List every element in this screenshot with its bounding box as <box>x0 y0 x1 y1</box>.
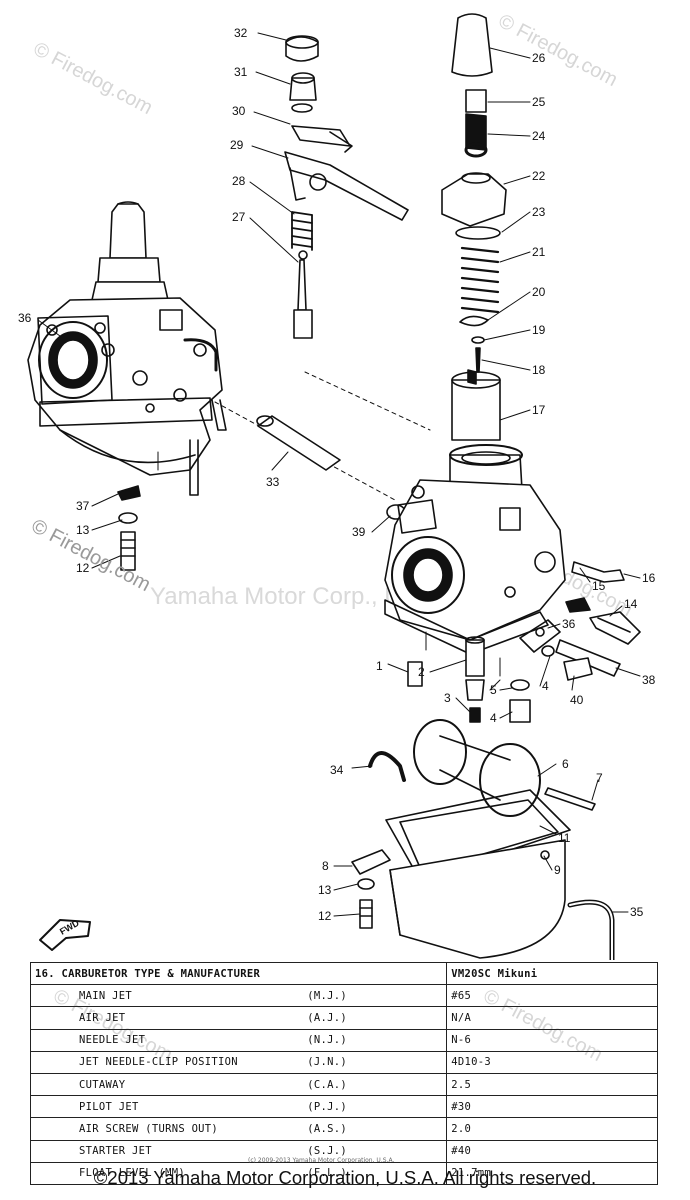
spec-abbr: (C.A.) <box>303 1072 448 1097</box>
callout-31: 31 <box>234 65 248 79</box>
spec-name: CUTAWAY <box>30 1072 304 1097</box>
carburetor-exploded-diagram: FWD 32 31 30 29 28 27 26 25 24 22 23 21 … <box>18 13 656 960</box>
callout-8: 8 <box>322 859 329 873</box>
callout-21: 21 <box>532 245 546 259</box>
spec-row: NEEDLE JET (N.J.) N-6 <box>30 1028 658 1052</box>
callout-34: 34 <box>330 763 344 777</box>
spec-abbr: (A.J.) <box>303 1006 448 1030</box>
spec-name: FLOAT LEVEL (MM) <box>30 1161 304 1185</box>
spec-name: PILOT JET <box>30 1095 304 1119</box>
callout-5: 5 <box>490 683 497 697</box>
spec-row: AIR JET (A.J.) N/A <box>30 1006 658 1030</box>
callout-36: 36 <box>562 617 576 631</box>
spec-value: #40 <box>446 1139 658 1163</box>
callout-25: 25 <box>532 95 546 109</box>
carburetor-body-drawing <box>384 444 566 655</box>
spec-name: NEEDLE JET <box>30 1028 304 1052</box>
spec-value: N/A <box>446 1006 658 1030</box>
callout-16: 16 <box>642 571 656 585</box>
spec-value: 4D10-3 <box>446 1050 658 1074</box>
callout-17: 17 <box>532 403 546 417</box>
spec-abbr: (S.J.) <box>303 1139 448 1163</box>
callout-23: 23 <box>532 205 546 219</box>
callout-9: 9 <box>554 863 561 877</box>
float-bowl-drawing <box>351 719 615 960</box>
callout-37: 37 <box>76 499 90 513</box>
spec-name: AIR SCREW (TURNS OUT) <box>30 1117 304 1141</box>
spec-name: AIR JET <box>30 1006 304 1030</box>
callout-29: 29 <box>230 138 244 152</box>
callout-12: 12 <box>318 909 332 923</box>
callout-12: 12 <box>76 561 90 575</box>
spec-row: STARTER JET (S.J.) #40 <box>30 1139 658 1163</box>
spec-header-name: 16. CARBURETOR TYPE & MANUFACTURER <box>29 961 447 986</box>
spec-value: #30 <box>446 1095 658 1119</box>
callout-39: 39 <box>352 525 366 539</box>
spec-row: MAIN JET (M.J.) #65 <box>30 984 658 1008</box>
callout-6: 6 <box>562 757 569 771</box>
spec-value: #65 <box>446 984 658 1008</box>
callout-4: 4 <box>542 679 549 693</box>
callout-26: 26 <box>532 51 546 65</box>
spec-abbr: (N.J.) <box>303 1028 448 1052</box>
callout-35: 35 <box>630 905 644 919</box>
callout-13: 13 <box>318 883 332 897</box>
spec-row: PILOT JET (P.J.) #30 <box>30 1095 658 1119</box>
adjusting-screws-drawing <box>519 561 641 681</box>
callout-22: 22 <box>532 169 546 183</box>
spec-abbr: (F.L.) <box>303 1161 448 1185</box>
callout-24: 24 <box>532 129 546 143</box>
fwd-arrow-icon <box>39 919 91 951</box>
callout-3: 3 <box>444 691 451 705</box>
spec-name: STARTER JET <box>30 1139 304 1163</box>
spec-header-value: VM20SC Mikuni <box>446 961 658 986</box>
spec-abbr: (M.J.) <box>303 984 448 1008</box>
assembled-carburetor-drawing <box>27 201 227 496</box>
spec-abbr: (P.J.) <box>303 1095 448 1119</box>
spec-row: JET NEEDLE-CLIP POSITION (J.N.) 4D10-3 <box>30 1050 658 1074</box>
callout-15: 15 <box>592 579 606 593</box>
callout-27: 27 <box>232 210 246 224</box>
callout-11: 11 <box>558 831 571 845</box>
callout-32: 32 <box>234 26 248 40</box>
callout-28: 28 <box>232 174 246 188</box>
callout-33: 33 <box>266 475 280 489</box>
throttle-cable-assembly-drawing <box>284 35 409 339</box>
spec-table-header-row: 16. CARBURETOR TYPE & MANUFACTURER VM20S… <box>29 961 658 986</box>
jets-drawing <box>407 631 531 723</box>
spec-row: AIR SCREW (TURNS OUT) (A.S.) 2.0 <box>30 1117 658 1141</box>
callout-19: 19 <box>532 323 546 337</box>
image-credit: (c) 2009-2013 Yamaha Motor Corporation, … <box>248 1157 395 1164</box>
callout-1: 1 <box>376 659 383 673</box>
spec-abbr: (J.N.) <box>303 1050 448 1074</box>
callout-36: 36 <box>18 311 32 325</box>
spec-name: MAIN JET <box>30 984 304 1008</box>
callout-18: 18 <box>532 363 546 377</box>
callout-2: 2 <box>418 665 425 679</box>
callout-40: 40 <box>570 693 584 707</box>
spec-name: JET NEEDLE-CLIP POSITION <box>30 1050 304 1074</box>
spec-row: CUTAWAY (C.A.) 2.5 <box>30 1072 658 1097</box>
callout-30: 30 <box>232 104 246 118</box>
callout-14: 14 <box>624 597 638 611</box>
callout-38: 38 <box>642 673 656 687</box>
callout-7: 7 <box>596 771 603 785</box>
spec-value: 2.0 <box>446 1117 658 1141</box>
slide-assembly-drawing <box>441 13 507 441</box>
copyright-notice: ©2013 Yamaha Motor Corporation, U.S.A. A… <box>93 1167 597 1188</box>
spec-value: 2.5 <box>446 1072 658 1097</box>
callout-4: 4 <box>490 711 497 725</box>
spec-abbr: (A.S.) <box>303 1117 448 1141</box>
carburetor-spec-table: 16. CARBURETOR TYPE & MANUFACTURER VM20S… <box>29 961 658 1185</box>
spec-value: N-6 <box>446 1028 658 1052</box>
spec-row: FLOAT LEVEL (MM) (F.L.) 21.7mm <box>30 1161 658 1185</box>
callout-13: 13 <box>76 523 90 537</box>
spec-value: 21.7mm <box>446 1161 658 1185</box>
callout-20: 20 <box>532 285 546 299</box>
